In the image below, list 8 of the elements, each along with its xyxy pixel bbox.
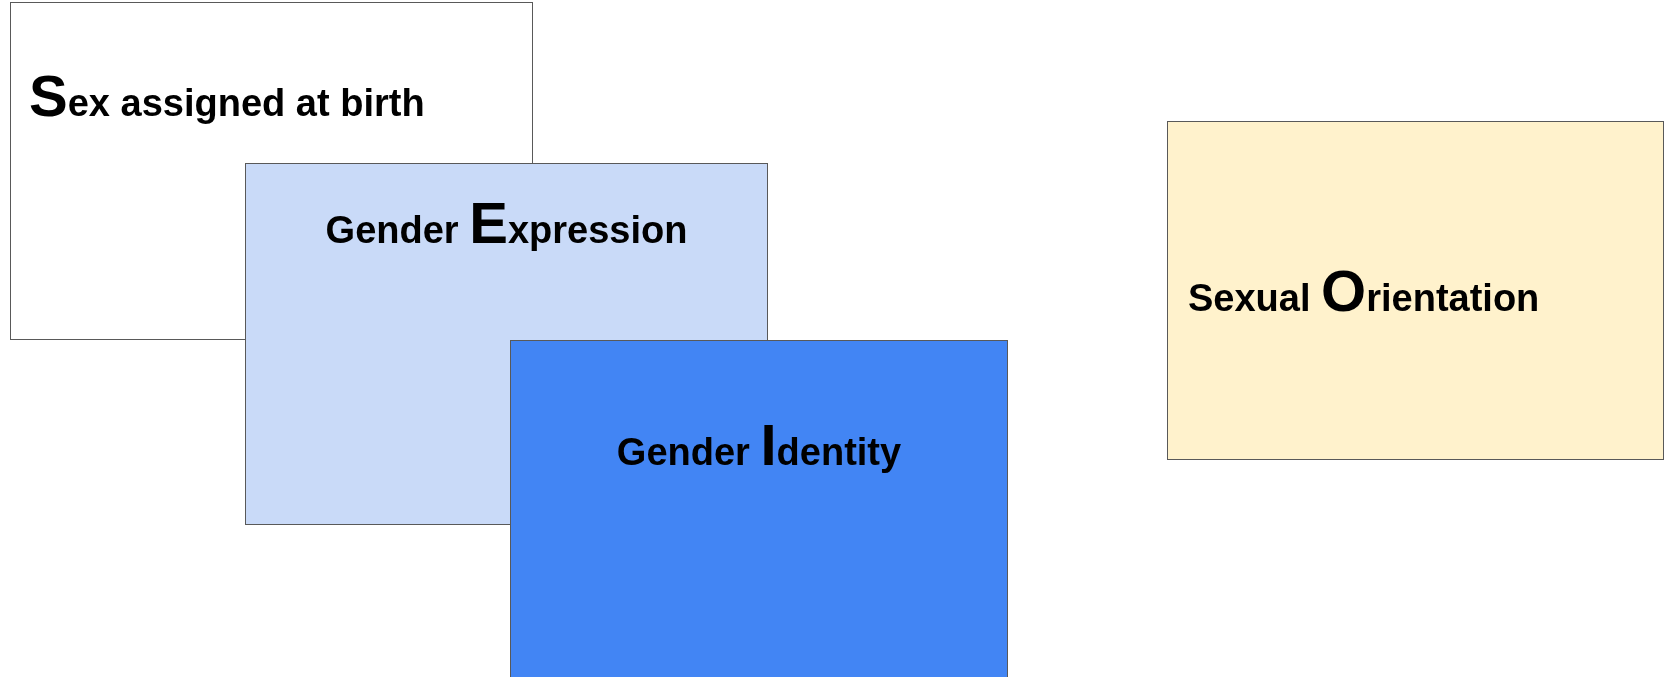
box-title: Sexual Orientation bbox=[1188, 262, 1540, 320]
concept-box bbox=[10, 2, 533, 163]
box-title: Gender Identity bbox=[615, 416, 903, 474]
box-title: Gender Expression bbox=[324, 194, 689, 252]
box-title: Sex assigned at birth bbox=[29, 67, 425, 125]
concept-box bbox=[510, 340, 1008, 677]
concept-box bbox=[245, 163, 768, 340]
concept-box bbox=[1167, 121, 1664, 460]
